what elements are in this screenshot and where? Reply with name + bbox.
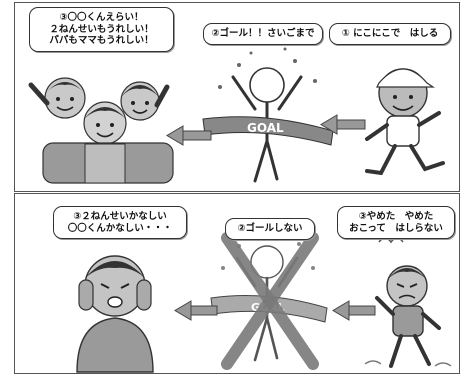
arrow-to-goal xyxy=(320,114,366,135)
run-caption: ① にこにこで はしる xyxy=(341,28,439,39)
panel-bad-outcome: GOAL xyxy=(14,193,460,374)
crying-child-illustration xyxy=(76,255,154,373)
sad-line-1: ③２ねんせいかなしい xyxy=(73,211,167,222)
quit-line-2: おこって はしらない xyxy=(349,222,443,234)
cheer-line-1: ③〇〇くんえらい！ xyxy=(59,12,144,23)
speech-bubble-no-goal: ②ゴールしない xyxy=(225,218,315,240)
speech-bubble-goal: ②ゴール！！さいごまで xyxy=(203,23,323,45)
happy-runner-illustration xyxy=(365,68,445,176)
goal-tape-label: GOAL xyxy=(247,121,284,135)
panel-good-outcome: GOAL ③〇〇くんえらい！ xyxy=(14,2,460,192)
arrow-to-cheer xyxy=(166,125,212,146)
goal-runner-illustration xyxy=(218,47,317,183)
goal-tape: GOAL xyxy=(202,116,334,146)
cross-mark-icon xyxy=(221,232,319,370)
angry-child-illustration xyxy=(364,237,452,368)
cheer-line-3: パパもママもうれしい！ xyxy=(49,35,154,47)
quit-line-1: ③やめた やめた xyxy=(358,211,434,222)
goal-caption: ②ゴール！！さいごまで xyxy=(211,28,315,39)
panel-bad-artwork: GOAL xyxy=(76,232,452,373)
arrow-to-sad xyxy=(174,300,218,321)
panel-good-artwork: GOAL xyxy=(28,47,445,184)
speech-bubble-sad: ③２ねんせいかなしい 〇〇くんかなしい・・・ xyxy=(53,206,187,240)
sad-line-2: 〇〇くんかなしい・・・ xyxy=(67,222,173,234)
cheering-kids-illustration xyxy=(28,77,174,184)
arrow-to-no-goal xyxy=(332,300,376,321)
speech-bubble-cheer: ③〇〇くんえらい！ ２ねんせいもうれしい！ パパもママもうれしい！ xyxy=(29,7,174,52)
no-goal-caption: ②ゴールしない xyxy=(237,223,303,234)
speech-bubble-run: ① にこにこで はしる xyxy=(329,23,451,45)
speech-bubble-quit: ③やめた やめた おこって はしらない xyxy=(337,206,455,240)
cheer-line-2: ２ねんせいもうれしい！ xyxy=(49,23,154,35)
